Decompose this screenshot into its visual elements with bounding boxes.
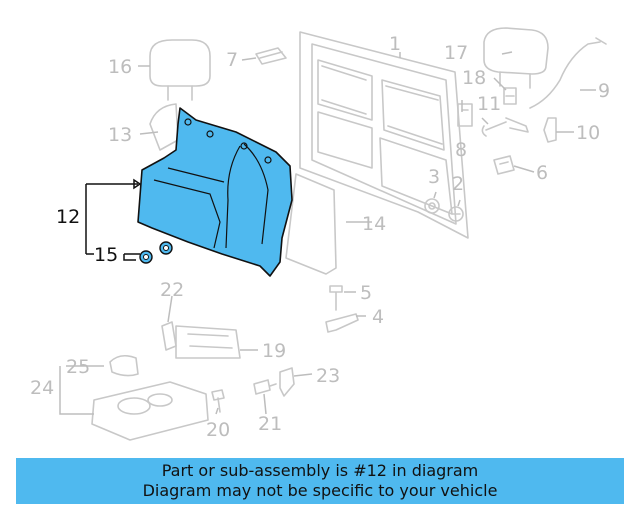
- callout-4: 4: [372, 306, 384, 328]
- part-23-clip: [279, 367, 295, 397]
- callout-7: 7: [226, 49, 238, 71]
- callout-17: 17: [444, 42, 468, 64]
- leader-lines-active: [85, 178, 142, 261]
- callout-5: 5: [360, 282, 372, 304]
- part-3-bolt: [424, 198, 440, 214]
- callout-18: 18: [462, 67, 486, 89]
- callout-14: 14: [362, 213, 386, 235]
- info-banner: Part or sub-assembly is #12 in diagram D…: [16, 458, 624, 504]
- callout-2: 2: [452, 173, 464, 195]
- part-5-bolt: [329, 285, 343, 311]
- callout-11: 11: [477, 93, 501, 115]
- part-13-panel: [149, 103, 179, 151]
- part-6-connector: [493, 155, 515, 175]
- parts-diagram: 1 7 16 17 18 9 11 13 10 8 6 3 2 12 14 15…: [30, 27, 610, 441]
- callout-10: 10: [576, 122, 600, 144]
- callout-9: 9: [598, 80, 610, 102]
- part-1-seatback-frame: [299, 31, 469, 239]
- part-11-screw: [481, 117, 529, 137]
- part-21-bolt: [253, 379, 277, 395]
- part-9-cable: [529, 37, 607, 109]
- callout-12: 12: [56, 206, 80, 228]
- part-19-bracket: [175, 325, 241, 359]
- part-18-clip: [503, 87, 517, 105]
- part-2-bolt: [448, 206, 464, 222]
- banner-line-2: Diagram may not be specific to your vehi…: [142, 481, 498, 500]
- part-10-hook: [543, 117, 557, 143]
- callout-13: 13: [108, 124, 132, 146]
- part-24-armrest: [91, 381, 209, 441]
- part-12-shape: [137, 107, 293, 277]
- part-4-bracket: [325, 313, 359, 333]
- banner-line-1: Part or sub-assembly is #12 in diagram: [161, 461, 479, 480]
- callout-22: 22: [160, 279, 184, 301]
- part-25-cupholder: [109, 354, 139, 377]
- part-15-grommets: [139, 241, 173, 264]
- callout-25: 25: [66, 356, 90, 378]
- part-7-bracket: [255, 47, 287, 65]
- part-16-headrest: [149, 39, 211, 101]
- part-20-bolt: [211, 389, 225, 413]
- callout-23: 23: [316, 365, 340, 387]
- callout-20: 20: [206, 419, 230, 441]
- part-22-bracket: [161, 321, 177, 351]
- callout-3: 3: [428, 166, 440, 188]
- part-8-clip: [457, 103, 473, 127]
- callout-1: 1: [389, 33, 401, 55]
- callout-16: 16: [108, 56, 132, 78]
- callout-19: 19: [262, 340, 286, 362]
- callout-8: 8: [455, 139, 467, 161]
- part-12-seatback-cover: [137, 107, 293, 277]
- part-17-headrest: [483, 27, 549, 89]
- callout-15: 15: [94, 244, 118, 266]
- callout-21: 21: [258, 413, 282, 435]
- leader-lines: [59, 51, 596, 415]
- callout-6: 6: [536, 162, 548, 184]
- callout-24: 24: [30, 377, 54, 399]
- part-14-pad: [285, 173, 337, 275]
